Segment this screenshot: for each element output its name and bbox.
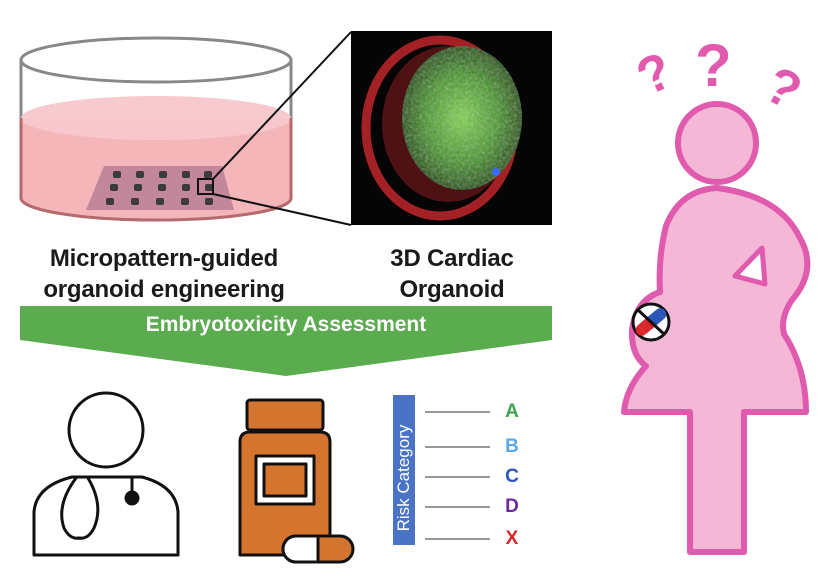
risk-category-d: D [505, 496, 519, 517]
no-drug-icon [631, 302, 671, 342]
assessment-banner [20, 306, 552, 376]
question-mark-icon: ? [695, 32, 732, 99]
micropattern-plate [86, 31, 352, 226]
risk-category-b: B [505, 436, 519, 457]
doctor-icon [32, 391, 180, 557]
organoid-label: 3D Cardiac Organoid [352, 243, 552, 305]
banner-label: Embryotoxicity Assessment [145, 313, 427, 336]
risk-category-title: Risk Category [394, 424, 413, 532]
stethoscope-icon [60, 476, 140, 540]
capsule-icon [281, 534, 355, 564]
pregnant-woman-icon [621, 101, 811, 555]
micropattern-label-line1: Micropattern-guided [49, 245, 279, 272]
cardiac-organoid-micrograph [351, 31, 552, 225]
pill-bottle-icon [238, 398, 332, 557]
question-mark-icon: ? [755, 56, 810, 122]
risk-bar [393, 395, 415, 545]
micropattern-label-line2: organoid engineering [43, 276, 285, 303]
risk-category-c: C [505, 466, 519, 487]
organoid-label-line1: 3D Cardiac [390, 245, 514, 272]
organoid-label-line2: Organoid [399, 276, 505, 303]
question-marks: ? ? ? [628, 32, 810, 122]
question-mark-icon: ? [628, 41, 681, 107]
risk-category-a: A [505, 401, 519, 422]
risk-category-chart [393, 395, 490, 545]
micropattern-label: Micropattern-guided organoid engineering [14, 243, 314, 305]
risk-category-x: X [505, 528, 519, 549]
